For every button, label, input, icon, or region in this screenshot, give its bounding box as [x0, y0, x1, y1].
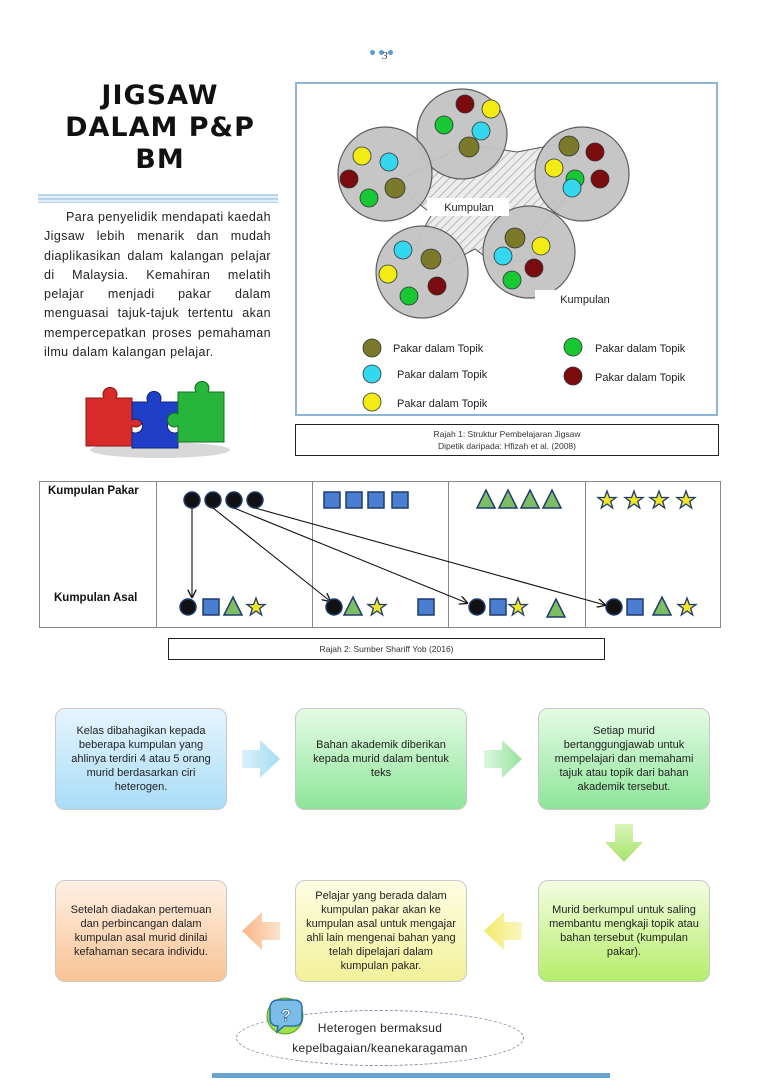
legend-label-3: Pakar dalam Topik: [397, 398, 488, 410]
page-title: JIGSAW DALAM P&P BM: [40, 80, 280, 176]
puzzle-pieces-image: [85, 380, 230, 458]
title-line-2: DALAM P&P: [65, 112, 255, 143]
title-underline-bar: [38, 194, 278, 203]
legend-dot-yellow: [362, 392, 382, 412]
flow-arrow-right-1: [242, 740, 280, 778]
note-line-1: Heterogen bermaksud: [317, 1021, 443, 1035]
flow-step-4: Murid berkumpul untuk saling membantu me…: [538, 880, 710, 982]
definition-note-ellipse: [236, 1010, 524, 1066]
label-kumpulan-top: Kumpulan: [444, 202, 494, 214]
flow-step-1: Kelas dibahagikan kepada beberapa kumpul…: [55, 708, 227, 810]
label-kumpulan-bottom: Kumpulan: [560, 294, 610, 306]
legend-dot-maroon: [563, 366, 583, 386]
expert-circle-2: [204, 491, 222, 509]
arrow-to-home-4: [254, 507, 605, 605]
figure-1-frame: Kumpulan Kumpulan Pakar dalam Topik Paka…: [295, 82, 718, 416]
expert-square-1: [323, 491, 341, 509]
legend-dot-cyan: [362, 364, 382, 384]
expert-circle-3: [225, 491, 243, 509]
figure-1-caption: Rajah 1: Struktur Pembelajaran Jigsaw Di…: [295, 424, 719, 456]
expert-triangle-3: [519, 488, 541, 509]
legend-label-5: Pakar dalam Topik: [595, 372, 686, 384]
figure-2-caption: Rajah 2: Sumber Shariff Yob (2016): [168, 638, 605, 660]
flow-arrow-right-2: [484, 740, 522, 778]
expert-circle-1: [183, 491, 201, 509]
jigsaw-structure-diagram: Kumpulan Kumpulan Pakar dalam Topik Paka…: [337, 88, 686, 412]
flow-step-5: Pelajar yang berada dalam kumpulan pakar…: [295, 880, 467, 982]
figure-2-table: Kumpulan Pakar Kumpulan Asal: [39, 481, 721, 628]
flow-arrow-down: [605, 824, 643, 862]
legend-label-1: Pakar dalam Topik: [393, 343, 484, 355]
expert-triangle-2: [497, 488, 519, 509]
expert-square-3: [367, 491, 385, 509]
flow-step-6: Setelah diadakan pertemuan dan perbincan…: [55, 880, 227, 982]
legend-dot-green: [563, 337, 583, 357]
row-label-kumpulan-asal: Kumpulan Asal: [54, 592, 138, 604]
expert-triangle-1: [475, 488, 497, 509]
expert-triangle-4: [541, 488, 563, 509]
flow-arrow-left-2: [242, 912, 280, 950]
legend-label-2: Pakar dalam Topik: [397, 369, 488, 381]
title-line-3: BM: [135, 144, 185, 175]
expert-square-2: [345, 491, 363, 509]
flow-step-3: Setiap murid bertanggungjawab untuk memp…: [538, 708, 710, 810]
svg-text:?: ?: [281, 1006, 291, 1025]
arrow-to-home-2: [212, 507, 330, 601]
expert-star-3: [648, 489, 670, 510]
figure-1-caption-source: Dipetik daripada: Hfizah et al. (2008): [438, 441, 576, 451]
title-line-1: JIGSAW: [101, 80, 219, 111]
intro-paragraph: Para penyelidik mendapati kaedah Jigsaw …: [44, 210, 271, 360]
row-label-kumpulan-pakar: Kumpulan Pakar: [48, 485, 139, 497]
arrow-to-home-3: [233, 507, 467, 603]
expert-star-1: [596, 489, 618, 510]
expert-square-4: [391, 491, 409, 509]
legend-dot-olive: [362, 338, 382, 358]
flow-arrow-left-1: [484, 912, 522, 950]
page-dots-decoration: [370, 42, 400, 55]
figure-1-caption-title: Rajah 1: Struktur Pembelajaran Jigsaw: [433, 429, 581, 439]
expert-home-group-diagram: [179, 488, 698, 618]
expert-circle-4: [246, 491, 264, 509]
footer-bar: [212, 1073, 610, 1078]
page-number: 3: [382, 50, 388, 62]
expert-star-2: [623, 489, 645, 510]
note-line-2: kepelbagaian/keanekaragaman: [292, 1041, 468, 1055]
flow-step-2: Bahan akademik diberikan kepada murid da…: [295, 708, 467, 810]
question-bubble-icon: ?: [266, 997, 304, 1035]
legend-label-4: Pakar dalam Topik: [595, 343, 686, 355]
expert-star-4: [675, 489, 697, 510]
definition-note-text: Heterogen bermaksud kepelbagaian/keaneka…: [236, 1018, 524, 1058]
